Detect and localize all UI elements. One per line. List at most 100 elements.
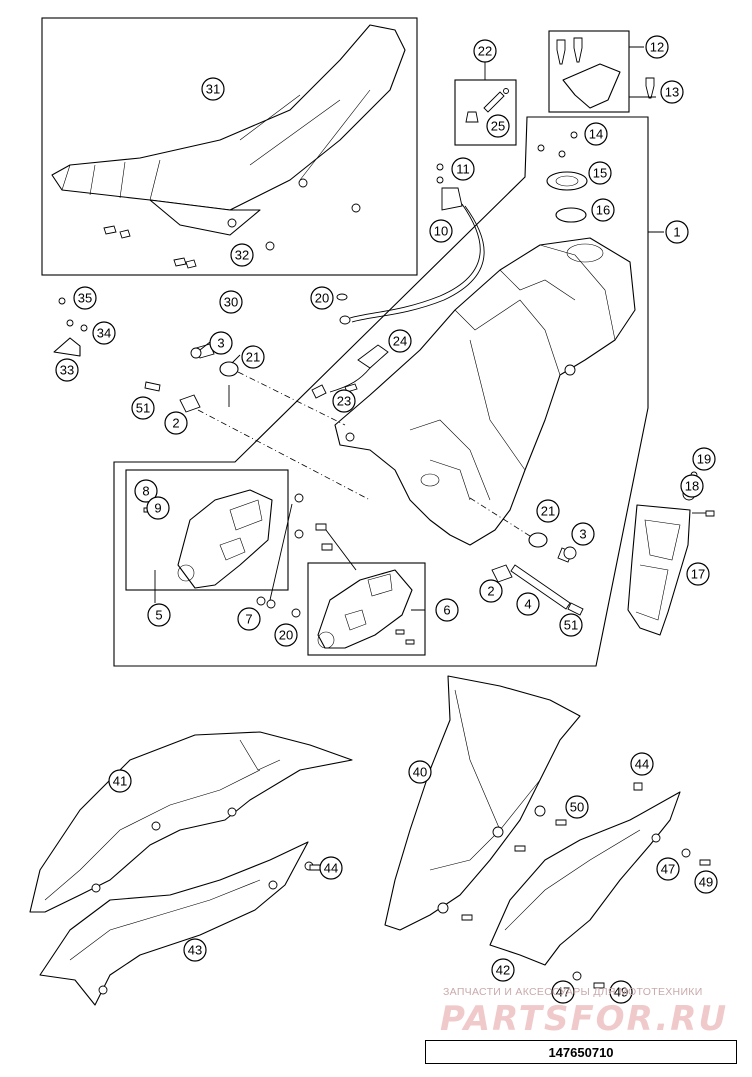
svg-text:17: 17 xyxy=(691,567,705,582)
svg-text:24: 24 xyxy=(393,334,407,349)
svg-text:3: 3 xyxy=(579,527,586,542)
fuel-pump-parts xyxy=(537,131,588,223)
seat-hardware xyxy=(103,178,361,269)
callout-6: 6 xyxy=(435,598,459,622)
callout-25: 25 xyxy=(486,114,510,138)
callout-3: 3 xyxy=(209,331,233,355)
callout-2: 2 xyxy=(164,411,188,435)
fuel-fitting-parts xyxy=(465,88,509,123)
svg-text:49: 49 xyxy=(699,875,713,890)
svg-text:13: 13 xyxy=(665,85,679,100)
callout-21: 21 xyxy=(241,345,265,369)
diagram-code-box: 147650710 xyxy=(425,1040,737,1064)
callout-40: 40 xyxy=(408,760,432,784)
callout-51: 51 xyxy=(131,396,155,420)
svg-text:49: 49 xyxy=(614,985,628,1000)
svg-text:47: 47 xyxy=(556,985,570,1000)
callout-32: 32 xyxy=(230,243,254,267)
callout-24: 24 xyxy=(388,329,412,353)
callout-35: 35 xyxy=(73,286,97,310)
callout-30: 30 xyxy=(219,290,243,314)
tank-sensor-wiring xyxy=(336,163,485,325)
svg-text:21: 21 xyxy=(246,350,260,365)
svg-text:15: 15 xyxy=(593,166,607,181)
svg-text:47: 47 xyxy=(661,862,675,877)
svg-text:20: 20 xyxy=(279,628,293,643)
key-group-frame xyxy=(548,30,630,113)
bracket-right-leader xyxy=(325,529,357,571)
svg-text:51: 51 xyxy=(564,618,578,633)
callout-31: 31 xyxy=(201,77,225,101)
callout-51: 51 xyxy=(559,613,583,637)
svg-text:33: 33 xyxy=(60,363,74,378)
fuel-tank-group-frame xyxy=(113,116,649,667)
svg-text:25: 25 xyxy=(491,119,505,134)
svg-text:44: 44 xyxy=(324,861,338,876)
callout-8: 8 xyxy=(134,479,158,503)
svg-text:34: 34 xyxy=(97,326,111,341)
bracket-right-group-frame xyxy=(307,562,426,656)
callout-44: 44 xyxy=(319,856,343,880)
svg-text:14: 14 xyxy=(589,127,603,142)
svg-text:19: 19 xyxy=(697,452,711,467)
callout-47: 47 xyxy=(656,857,680,881)
callout-49: 49 xyxy=(609,980,633,1004)
svg-text:9: 9 xyxy=(154,501,161,516)
callout-23: 23 xyxy=(332,389,356,413)
callout-15: 15 xyxy=(588,161,612,185)
diagram-code: 147650710 xyxy=(548,1044,614,1060)
svg-text:41: 41 xyxy=(113,774,127,789)
svg-text:6: 6 xyxy=(443,603,450,618)
svg-text:35: 35 xyxy=(78,291,92,306)
svg-text:4: 4 xyxy=(524,597,531,612)
callout-47: 47 xyxy=(551,980,575,1004)
svg-text:7: 7 xyxy=(245,612,252,627)
rear-cover-part xyxy=(627,471,715,636)
callout-50: 50 xyxy=(565,795,589,819)
bracket-left-group-frame xyxy=(125,469,289,591)
tank-connector-parts xyxy=(311,344,389,399)
svg-text:23: 23 xyxy=(337,394,351,409)
callout-3: 3 xyxy=(571,522,595,546)
tank-mount-hardware-left xyxy=(144,343,239,413)
svg-text:31: 31 xyxy=(206,82,220,97)
tank-cover-right xyxy=(384,675,581,931)
svg-text:5: 5 xyxy=(155,608,162,623)
callout-33: 33 xyxy=(55,358,79,382)
callout-16: 16 xyxy=(591,198,615,222)
svg-text:20: 20 xyxy=(315,291,329,306)
svg-text:50: 50 xyxy=(570,800,584,815)
svg-text:1: 1 xyxy=(673,225,680,240)
callout-43: 43 xyxy=(183,938,207,962)
svg-text:51: 51 xyxy=(136,401,150,416)
callout-14: 14 xyxy=(584,122,608,146)
callout-11: 11 xyxy=(451,157,475,181)
callout-10: 10 xyxy=(429,219,453,243)
callout-21: 21 xyxy=(536,499,560,523)
callout-18: 18 xyxy=(680,474,704,498)
callout-49: 49 xyxy=(694,870,718,894)
bracket-left-leader xyxy=(269,503,293,601)
svg-text:22: 22 xyxy=(478,44,492,59)
callout-9: 9 xyxy=(146,496,170,520)
watermark-brand: PARTSFOR.RU xyxy=(440,999,728,1039)
callout-7: 7 xyxy=(237,607,261,631)
callout-34: 34 xyxy=(92,321,116,345)
seat-part xyxy=(51,24,406,236)
watermark-caption: ЗАПЧАСТИ И АКСЕССУАРЫ ДЛЯ МОТОТЕХНИКИ xyxy=(443,986,703,998)
side-panel-left-upper xyxy=(29,731,353,913)
key-parts xyxy=(556,37,655,109)
svg-text:40: 40 xyxy=(413,765,427,780)
svg-text:3: 3 xyxy=(217,336,224,351)
svg-text:12: 12 xyxy=(650,40,664,55)
svg-text:8: 8 xyxy=(142,484,149,499)
svg-text:2: 2 xyxy=(487,584,494,599)
svg-text:10: 10 xyxy=(434,224,448,239)
bracket-right-part xyxy=(291,523,415,649)
svg-text:43: 43 xyxy=(188,943,202,958)
callout-20: 20 xyxy=(274,623,298,647)
callout-13: 13 xyxy=(660,80,684,104)
callout-1: 1 xyxy=(665,220,689,244)
